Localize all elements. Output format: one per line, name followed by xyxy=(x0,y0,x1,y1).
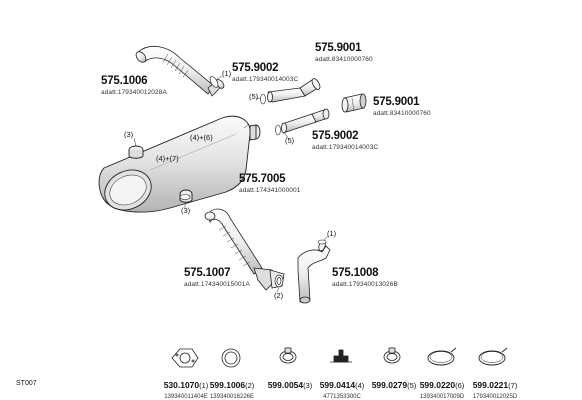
part-number: 575.9001 xyxy=(315,42,362,54)
sealing-ring-icon xyxy=(221,348,241,368)
accessory-code: 599.0054 xyxy=(267,380,304,390)
accessory-599-0279: 599.0279(5) xyxy=(366,376,422,394)
accessory-599-1006: 599.1006(2) 139340016226E xyxy=(204,376,260,400)
part-description: adatt.179340012028A xyxy=(101,88,167,96)
flange-gasket-icon xyxy=(171,348,199,368)
accessory-530-1070: 530.1070(1) 139340011404E xyxy=(158,376,214,400)
part-label-575-9001-right: 575.9001 adatt.83410000760 xyxy=(373,96,431,117)
part-label-575-1008: 575.1008 adatt.179340013026B xyxy=(332,267,398,288)
accessory-599-0054: 599.0054(3) xyxy=(262,376,318,394)
callout-1-bottom: (1) xyxy=(327,229,337,238)
clamp-1-drawing xyxy=(209,76,219,88)
accessory-qty: (5) xyxy=(407,381,417,390)
pipe-575-9002-lower-drawing xyxy=(281,108,330,134)
clamp-5-upper-drawing xyxy=(260,93,266,105)
part-label-575-1006: 575.1006 adatt.179340012028A xyxy=(101,75,167,96)
accessory-qty: (4) xyxy=(355,381,365,390)
clamp-icon xyxy=(279,347,297,364)
part-label-575-9002-upper: 575.9002 adatt.179340014003C xyxy=(232,62,299,83)
accessory-sub: 139340017009D xyxy=(419,394,465,400)
band-clamp-icon xyxy=(478,347,508,366)
part-number: 575.1008 xyxy=(332,267,379,279)
accessory-qty: (2) xyxy=(245,381,255,390)
accessory-599-0221: 599.0221(7) 179340012025D xyxy=(466,376,524,400)
leader-lines xyxy=(133,123,250,208)
part-number: 575.1006 xyxy=(101,75,148,87)
part-number: 575.7005 xyxy=(239,173,286,185)
accessory-code: 599.0220 xyxy=(419,380,456,390)
part-label-575-9002-lower: 575.9002 adatt.179340014003C xyxy=(312,130,379,151)
callout-5-upper: (5) xyxy=(249,92,259,101)
part-number: 575.9002 xyxy=(312,130,359,142)
clamp-icon xyxy=(383,347,401,364)
callout-5-lower: (5) xyxy=(285,136,295,145)
gasket-2-drawing xyxy=(274,274,284,288)
accessory-sub: 4771353300C xyxy=(323,394,361,400)
accessory-qty: (3) xyxy=(303,381,313,390)
accessory-code: 599.0279 xyxy=(371,380,408,390)
callout-1-top: (1) xyxy=(222,69,232,78)
part-number: 575.9001 xyxy=(373,96,420,108)
part-label-575-9001-top: 575.9001 adatt.83410000760 xyxy=(315,42,373,63)
tail-pipe-575-1008-drawing xyxy=(297,240,331,304)
muffler-575-7005-drawing xyxy=(98,115,261,213)
accessory-sub: 139340016226E xyxy=(209,394,255,400)
callout-4-7: (4)+(7) xyxy=(156,154,179,163)
accessory-sub: 179340012025D xyxy=(472,394,518,400)
part-description: adatt.179340013026B xyxy=(332,280,398,288)
part-description: adatt.179340014003C xyxy=(232,75,299,83)
accessory-code: 599.1006 xyxy=(209,380,246,390)
accessory-sub: 139340011404E xyxy=(164,394,208,400)
reference-code: ST007 xyxy=(16,380,37,387)
clamp-1-lower-drawing xyxy=(317,239,327,245)
part-description: adatt.174340015001A xyxy=(184,280,250,288)
part-label-575-1007: 575.1007 adatt.174340015001A xyxy=(184,267,250,288)
callout-3-bottom: (3) xyxy=(181,206,191,215)
accessory-code: 599.0221 xyxy=(472,380,509,390)
accessory-599-0220: 599.0220(6) 139340017009D xyxy=(414,376,470,400)
accessory-code: 530.1070 xyxy=(163,380,200,390)
rubber-mount-icon xyxy=(330,349,352,363)
part-number: 575.1007 xyxy=(184,267,231,279)
part-description: adatt.179340014003C xyxy=(312,143,379,151)
pipe-575-9002-upper-drawing xyxy=(267,78,321,103)
clamp-3-lower-drawing xyxy=(179,194,191,200)
accessory-code: 599.0414 xyxy=(319,380,356,390)
callout-3-top: (3) xyxy=(124,130,134,139)
part-label-575-7005: 575.7005 adatt.174341000001 xyxy=(239,173,301,194)
accessory-qty: (6) xyxy=(455,381,465,390)
callout-4-6: (4)+(6) xyxy=(190,133,213,142)
part-description: adatt.83410000760 xyxy=(373,109,431,117)
accessory-599-0414: 599.0414(4) 4771353300C xyxy=(314,376,370,400)
accessory-qty: (1) xyxy=(199,381,209,390)
part-description: adatt.83410000760 xyxy=(315,55,373,63)
band-clamp-icon xyxy=(427,347,457,366)
accessory-qty: (7) xyxy=(508,381,518,390)
flange-575-9001-drawing xyxy=(341,93,367,113)
part-description: adatt.174341000001 xyxy=(239,186,301,194)
part-number: 575.9002 xyxy=(232,62,279,74)
callout-2: (2) xyxy=(274,291,284,300)
clamp-5-lower-drawing xyxy=(275,124,281,136)
